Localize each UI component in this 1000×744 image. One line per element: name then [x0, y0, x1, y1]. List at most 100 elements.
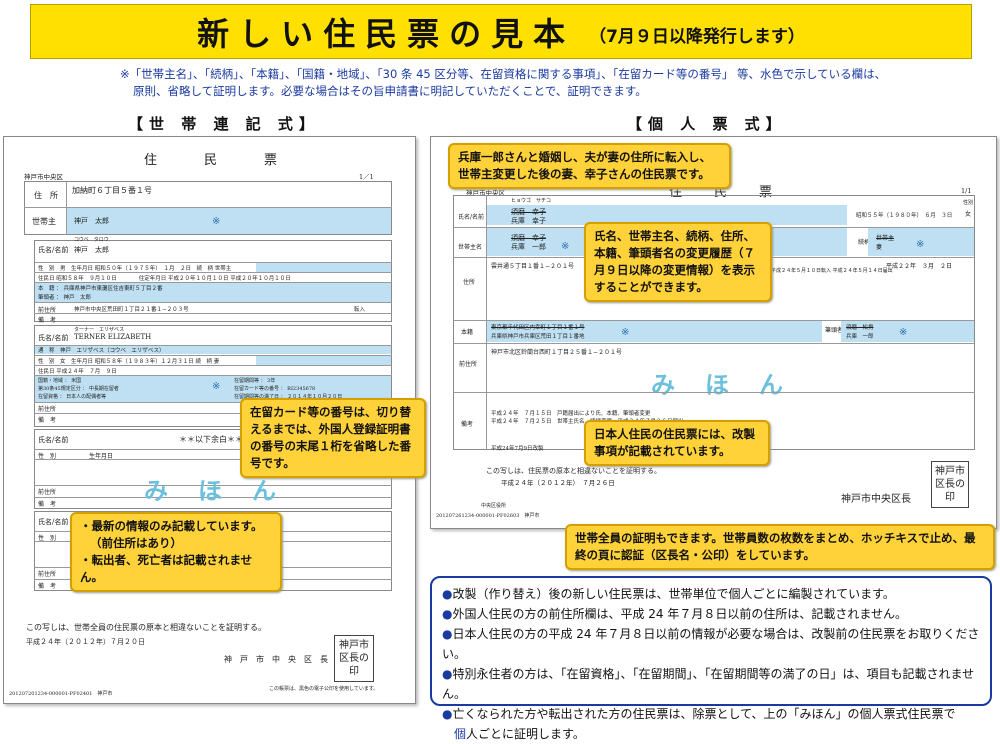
right-honseki-new: 兵庫県神戸市兵庫区荒田１丁目１番地 [491, 334, 585, 340]
p1-prev: 神戸市中央区荒田町１丁目２１番１−２０３号 [74, 307, 189, 313]
empty1-sex: 性 別 [38, 453, 57, 460]
empty1-prev: 前住所 [38, 489, 57, 496]
empty1-name-label: 氏名/名前 [38, 436, 69, 444]
right-prev: 神戸市北区鈴蘭台西町１丁目２５番１−２０１号 [491, 349, 623, 356]
callout-latest-line3: ・転出者、死亡者は記載されません。 [80, 553, 253, 584]
addr-value: 加納町６丁目５番１号 [72, 186, 152, 195]
left-footer-note: この帳票は、黒色の電子公印を使用しています。 [269, 686, 379, 692]
callout-kaisei: 日本人住民の住民票には、改製事項が記載されています。 [584, 420, 770, 466]
title-banner: 新しい住民票の見本 （7月９日以降発行します） [30, 4, 972, 59]
right-zoku-old: 世帯主 [876, 235, 895, 242]
p2-prev-label: 前住所 [38, 406, 57, 413]
head-name: 神戸 太郎 [74, 217, 109, 225]
right-hitto-star: ※ [899, 327, 908, 338]
p2-kokuseki: 国籍・地域 ： 米国 [38, 378, 82, 384]
right-document: 住 民 票 神戸市中央区 1/1 ヒョウゴ サチコ 氏名/名前 須磨 幸子 兵庫… [430, 136, 997, 529]
right-honseki-star: ※ [621, 327, 630, 338]
empty1-birth: 生年月日 [89, 453, 114, 460]
right-sex-value: 女 [965, 211, 972, 218]
p2-star: ※ [212, 381, 221, 392]
head-label: 世帯主 [32, 217, 56, 226]
callout-marriage: 兵庫一郎さんと婚姻し、夫が妻の住所に転入し、世帯主変更した後の妻、幸子さんの住民… [448, 143, 731, 189]
p2-card: 在留カード等の番号 ： RI2345678 [234, 386, 316, 392]
left-cert-date: 平成２４年（２０１２年）７月２０日 [26, 638, 145, 646]
callout-latest-line1: ・最新の情報のみ記載しています。 [80, 519, 263, 533]
note-item: ●改製（作り替え）後の新しい住民票は、世帯単位で個人ごとに編製されています。 [442, 587, 895, 601]
p2-sex-row: 性 別 女 生年月日 昭和５８年（１９８３年）１２月３１日 続 柄 妻 [38, 359, 220, 365]
right-name-new: 兵庫 幸子 [511, 217, 546, 225]
p2-kikan: 在留期間等 ： 3年 [234, 378, 276, 384]
notice-line-1: ※「世帯主名」、「続柄」、「本籍」、「国籍・地域」、「30 条 45 区分等、在… [120, 67, 887, 81]
banner-title: 新しい住民票の見本 [197, 14, 576, 53]
empty1-bikou: 備 考 [38, 501, 57, 508]
notes-box: ●改製（作り替え）後の新しい住民票は、世帯単位で個人ごとに編製されています。 ●… [430, 576, 992, 741]
p2-shikaku: 在留資格 ： 日本人の配偶者等 [38, 394, 107, 400]
right-ward: 神戸市中央区 [466, 189, 505, 197]
note-item: 個人ごとに証明します。 [442, 727, 585, 741]
right-head-star: ※ [561, 241, 570, 252]
empty2-name-label: 氏名/名前 [38, 518, 69, 526]
p2-kana: ターナー エリザベス [74, 327, 125, 333]
left-mayor: 神 戸 市 中 央 区 長 [224, 655, 328, 664]
note-item: ●亡くなられた方や転出された方の住民票は、除票として、上の「みほん」の個人票式住… [442, 707, 956, 721]
p1-name: 神戸 太郎 [74, 246, 109, 254]
right-footer-id: 201207261234-000001-PF02603 神戸市 [436, 513, 540, 519]
p1-kana: コウベ タロウ [74, 237, 109, 243]
right-bikou-3: 平成24年7月9日改製 [491, 446, 544, 452]
right-mihon-watermark: みほん [651, 371, 813, 399]
p2-tsusho: 通 称 神戸 エリザベス（コウベ エリザベス） [38, 348, 165, 354]
left-page: 1／1 [359, 173, 374, 181]
right-bikou-label: 備考 [461, 421, 474, 428]
right-official-seal: 神戸市区長の印 [931, 461, 969, 508]
left-doc-title: 住 民 票 [144, 153, 280, 168]
note-item: ●外国人住民の方の前住所欄は、平成 24 年７月８日以前の住所は、記載されません… [442, 607, 908, 621]
right-mayor: 神戸市中央区長 [841, 494, 911, 505]
callout-history: 氏名、世帯主名、続柄、住所、本籍、筆頭者名の変更履歴（７月９日以降の変更情報）を… [584, 222, 772, 302]
banner-subtitle: （7月９日以降発行します） [589, 27, 805, 47]
right-cert-date: 平成２４年（２０１２年） ７月２６日 [501, 479, 615, 487]
right-prev-label: 前住所 [459, 361, 478, 368]
right-birth: 昭和５５年（１９８０年） ６月 ３日 [856, 213, 953, 219]
p1-bikou: 備 考 [38, 317, 57, 324]
addr-label: 住 所 [34, 191, 58, 200]
right-issuer: 中央区役所 [481, 503, 507, 509]
empty2-prev: 前住所 [38, 571, 57, 578]
right-zoku-label: 続柄 [858, 239, 871, 246]
person2-block [34, 325, 392, 427]
right-bikou-1: 平成２４年 ７月１５日 戸籍届出により氏、本籍、筆頭者変更 [491, 411, 651, 417]
callout-card-number: 在留カード等の番号は、切り替えるまでは、外国人登録証明書の番号の末尾１桁を省略し… [240, 398, 426, 478]
right-head-label: 世帯主名 [458, 244, 483, 251]
p1-prev-note: 転入 [354, 307, 366, 313]
p1-date-row: 住民日 昭和５８年 ９月１０日 住定年月日 平成２０年１０月１０日 平成２０年１… [38, 276, 291, 282]
right-addr-dates: 平成２４年５月１０日転入 平成２４年５月１４日届出 [771, 268, 893, 274]
notice-line-2: 原則、省略して証明します。必要な場合はその旨申請書に明記していただくことで、証明… [133, 84, 647, 98]
right-hitto-label: 筆頭者 [825, 327, 844, 334]
empty2-bikou: 備 考 [38, 583, 57, 590]
p1-hitto: 筆頭者 ： 神戸 太郎 [38, 295, 91, 301]
right-name-old: 須磨 幸子 [511, 208, 546, 216]
right-hitto-old: 須磨 松男 [846, 325, 874, 331]
right-hitto-new: 兵庫 一郎 [846, 334, 874, 340]
right-heading: 【個 人 票 式】 [627, 115, 787, 133]
left-heading: 【世 帯 連 記 式】 [128, 115, 320, 133]
callout-latest-line2: （前住所はあり） [90, 536, 182, 550]
right-kana: ヒョウゴ サチコ [511, 198, 552, 204]
right-honseki-label: 本籍 [461, 329, 474, 336]
right-page: 1/1 [961, 187, 972, 195]
empty2-sex: 性 別 [38, 535, 57, 542]
right-sex-label: 性別 [963, 200, 974, 206]
left-mihon-watermark: みほん [144, 477, 306, 505]
p2-name-label: 氏名/名前 [38, 334, 69, 342]
p1-prev-label: 前住所 [38, 307, 57, 314]
p1-sex-row: 性 別 男 生年月日 昭和５０年（１９７５年） １月 ２日 続 柄 世帯主 [38, 266, 232, 272]
left-footer-id: 201207201234-000001-PF02401 神戸市 [9, 691, 113, 697]
right-addr-label: 住所 [463, 279, 476, 286]
right-head-old: 須磨 幸子 [511, 234, 546, 242]
p2-name: TERNER ELIZABETH [74, 333, 152, 341]
p2-bikou: 備 考 [38, 417, 57, 424]
household-header [24, 181, 392, 235]
right-honseki-old: 東京都千代田区内幸町１丁目１番１号 [491, 325, 585, 331]
p2-kubun: 第30条45規定区分 ： 中長期在留者 [38, 386, 119, 392]
note-item: ●特別永住者の方は、「在留資格」、「在留期間」、「在留期間等の満了の日」は、項目… [442, 667, 975, 701]
p2-manryo: 在留期間等の満了日 ： ２０１４年１０月２０日 [234, 394, 343, 400]
